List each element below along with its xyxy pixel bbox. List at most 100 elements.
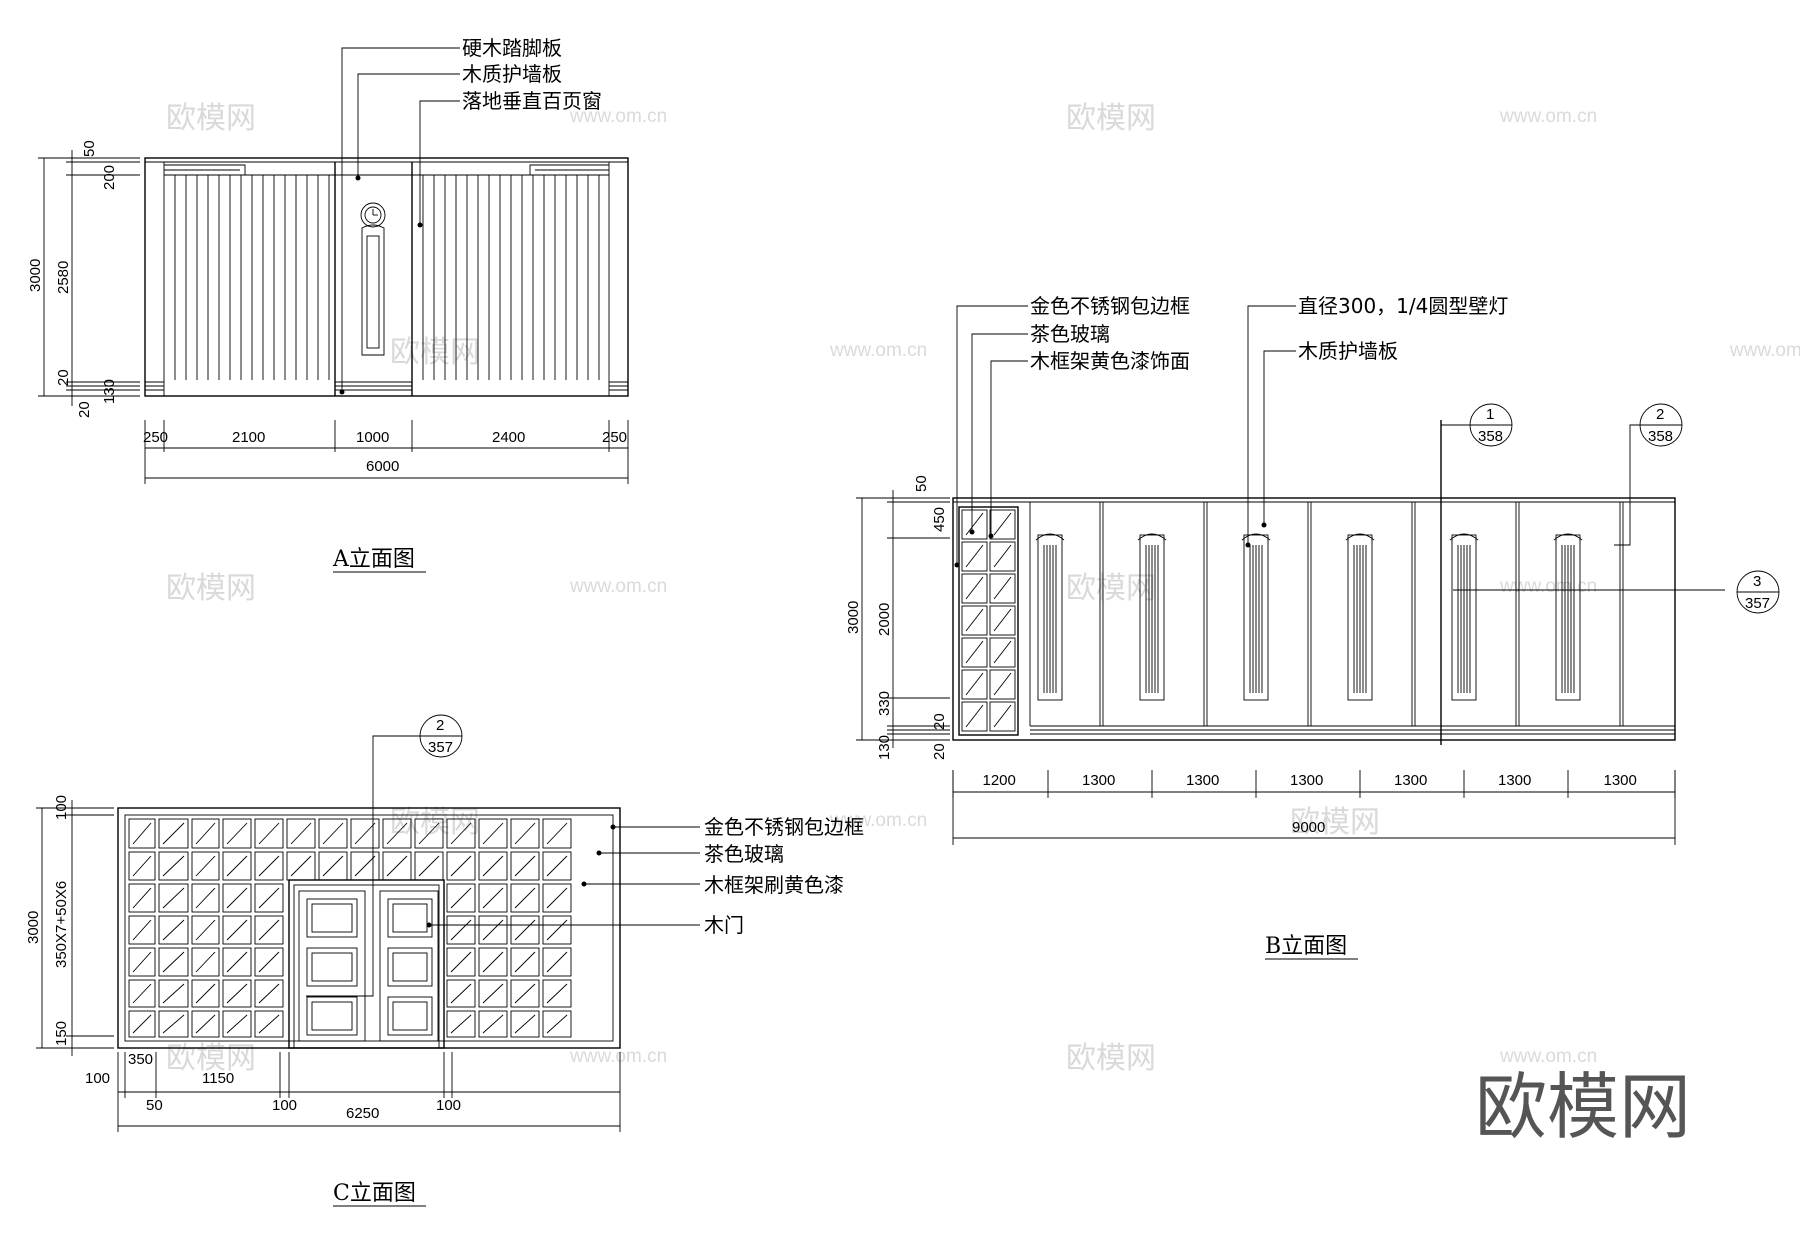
glass-pane <box>510 883 540 913</box>
glass-pane <box>254 818 284 849</box>
glass-hatch <box>162 983 185 1004</box>
elevation-title: B立面图 <box>1265 934 1347 959</box>
glass-pane <box>222 851 252 881</box>
callout-text: 木门 <box>704 913 744 937</box>
glass-pane <box>478 818 508 849</box>
wall-panels <box>1029 502 1676 726</box>
glass-hatch <box>450 855 472 877</box>
glass-pane <box>191 915 220 945</box>
wood-door <box>288 879 445 1049</box>
glass-pane <box>128 947 156 977</box>
glass-grid <box>961 509 1016 732</box>
glass-hatch <box>258 919 280 941</box>
glass-pane <box>542 851 572 881</box>
sconce-icon <box>1553 533 1583 541</box>
elevation-title: C立面图 <box>333 1181 416 1206</box>
clock-icon <box>360 202 386 228</box>
dim-label: 50 <box>913 475 930 492</box>
dim-label: 50 <box>81 140 98 157</box>
door-panel <box>306 996 358 1036</box>
glass-hatch <box>258 1014 280 1034</box>
glass-hatch <box>482 983 504 1004</box>
glass-pane <box>542 947 572 977</box>
glass-hatch <box>132 951 152 973</box>
sconce-icon <box>1241 533 1271 541</box>
sconce-icon <box>1449 533 1479 541</box>
watermark-cn: 欧模网 <box>390 805 480 840</box>
glass-pane <box>350 818 380 849</box>
glass-pane <box>128 818 156 849</box>
b-baseboard <box>1030 725 1675 735</box>
glass-pane <box>961 701 988 732</box>
glass-pane <box>961 541 988 572</box>
dim-label: 1300 <box>1186 772 1219 789</box>
glass-pane <box>510 818 540 849</box>
glass-pane <box>542 979 572 1008</box>
door-panel-inset <box>311 1001 353 1031</box>
sconce-icon <box>1137 533 1167 541</box>
glass-hatch <box>162 1014 185 1034</box>
glass-hatch <box>354 855 376 877</box>
dim-label: 1300 <box>1394 772 1427 789</box>
watermark-url: www.om.cn <box>1499 576 1597 597</box>
watermark-cn: 欧模网 <box>390 335 480 370</box>
callout-text: 茶色玻璃 <box>704 842 784 866</box>
dim-label: 2580 <box>55 261 72 294</box>
callout-text: 木质护墙板 <box>462 62 562 86</box>
a-baseboard <box>145 381 628 391</box>
dim-label: 2100 <box>232 429 265 446</box>
glass-hatch <box>258 887 280 909</box>
glass-pane <box>446 1010 476 1038</box>
glass-hatch <box>450 951 472 973</box>
dim-label: 250 <box>143 429 168 446</box>
glass-pane <box>989 573 1016 604</box>
glass-hatch <box>546 951 568 973</box>
section-sheet: 357 <box>428 739 453 756</box>
glass-pane <box>961 669 988 700</box>
glass-grid <box>128 818 572 1038</box>
elevation-b: 1 358 2 358 3 357 金色不锈钢包边框 茶色玻璃 木框架黄色漆饰面 <box>845 294 1780 960</box>
glass-pane <box>989 701 1016 732</box>
dim-label: 2000 <box>876 603 893 636</box>
glass-pane <box>254 883 284 913</box>
callout-text: 金色不锈钢包边框 <box>704 815 864 839</box>
glass-hatch <box>965 512 984 536</box>
glass-pane <box>542 883 572 913</box>
glass-hatch <box>965 704 984 728</box>
glass-pane <box>222 818 252 849</box>
glass-pane <box>446 883 476 913</box>
glass-pane <box>128 915 156 945</box>
glass-pane <box>158 1010 189 1038</box>
door-panel-inset <box>311 903 353 933</box>
glass-hatch <box>965 672 984 696</box>
callout-text: 金色不锈钢包边框 <box>1030 294 1190 318</box>
elevation-a: 硬木踏脚板 木质护墙板 落地垂直百页窗 250 2100 1000 2400 2… <box>27 36 629 573</box>
glass-pane <box>222 883 252 913</box>
glass-hatch <box>162 919 185 941</box>
glass-hatch <box>546 1014 568 1034</box>
door-panel <box>387 947 433 987</box>
door-panel-inset <box>392 1001 428 1031</box>
dim-label: 3000 <box>27 259 44 292</box>
glass-hatch <box>162 822 185 845</box>
glass-pane <box>478 915 508 945</box>
glass-pane <box>158 947 189 977</box>
door-panel-inset <box>311 952 353 982</box>
dim-label: 150 <box>53 1021 70 1046</box>
c-dims-left: 3000 100 350X7+50X6 150 <box>25 795 114 1056</box>
glass-hatch <box>258 855 280 877</box>
dim-label: 2400 <box>492 429 525 446</box>
callout-text: 直径300，1/4圆型壁灯 <box>1298 294 1508 318</box>
glass-pane <box>478 851 508 881</box>
glass-hatch <box>290 822 312 845</box>
wall-sconces <box>1035 533 1583 701</box>
glass-hatch <box>482 951 504 973</box>
glass-hatch <box>482 1014 504 1034</box>
glass-pane <box>254 1010 284 1038</box>
glass-hatch <box>965 640 984 664</box>
glass-hatch <box>354 822 376 845</box>
glass-hatch <box>546 887 568 909</box>
glass-pane <box>222 947 252 977</box>
